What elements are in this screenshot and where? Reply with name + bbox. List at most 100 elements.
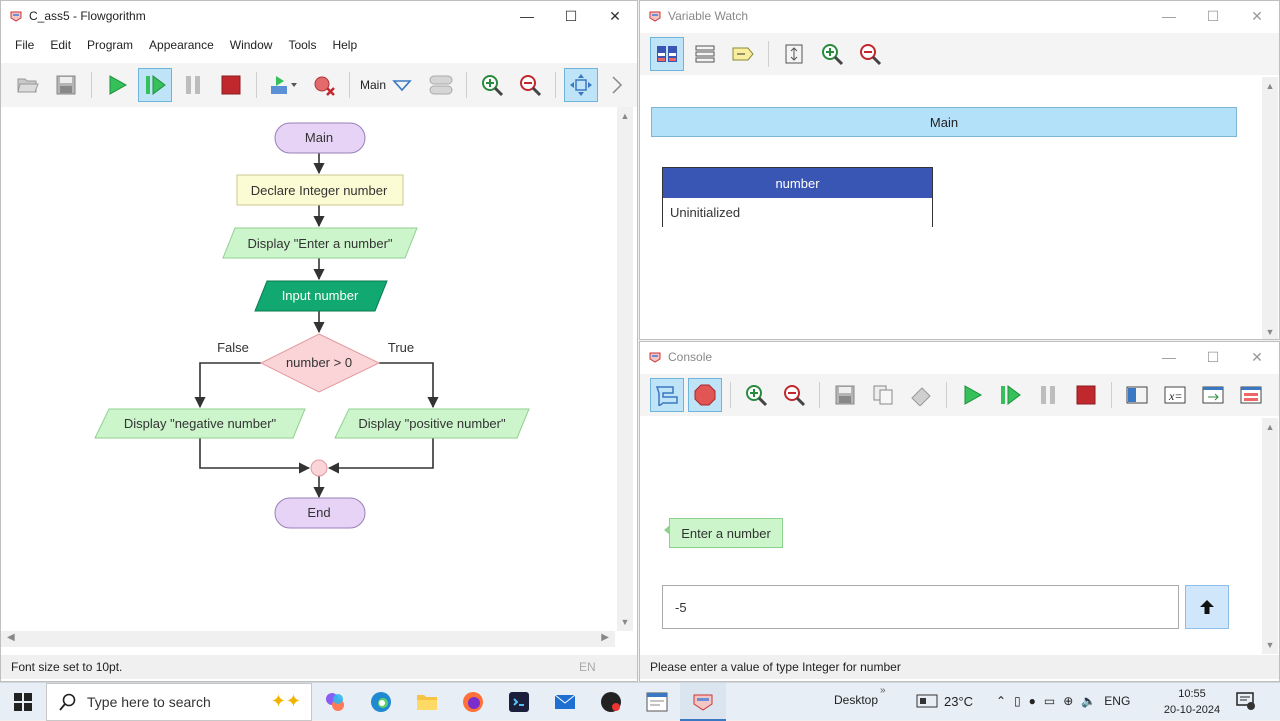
minimize-icon[interactable]: —: [1162, 8, 1176, 24]
app-window-taskbar-icon[interactable]: [634, 683, 680, 721]
menu-window[interactable]: Window: [229, 38, 273, 52]
run-button[interactable]: [100, 68, 134, 102]
start-node[interactable]: Main: [274, 122, 366, 154]
variable-watch-vertical-scrollbar[interactable]: ▲ ▼: [1262, 77, 1278, 339]
copy-button[interactable]: [866, 378, 900, 412]
file-explorer-taskbar-icon[interactable]: [404, 683, 450, 721]
stop-button[interactable]: [1069, 378, 1103, 412]
device-icon[interactable]: ▯: [1014, 694, 1021, 708]
zoom-in-button[interactable]: [739, 378, 773, 412]
flowchart-vertical-scrollbar[interactable]: ▲ ▼: [617, 107, 633, 631]
chevron-down-icon[interactable]: [392, 78, 412, 92]
layout-window-button[interactable]: [1234, 378, 1268, 412]
start-button[interactable]: [0, 683, 46, 721]
copilot-taskbar-icon[interactable]: [312, 683, 358, 721]
pause-button[interactable]: [1031, 378, 1065, 412]
menu-appearance[interactable]: Appearance: [149, 38, 214, 52]
network-globe-icon[interactable]: ⊕: [1063, 694, 1074, 708]
console-input-field[interactable]: [662, 585, 1179, 629]
function-manager-button[interactable]: [424, 68, 458, 102]
flowgorithm-titlebar[interactable]: C_ass5 - Flowgorithm: [1, 1, 637, 31]
function-selector[interactable]: Main: [360, 78, 387, 92]
input-language[interactable]: ENG: [1104, 694, 1131, 708]
firefox-taskbar-icon[interactable]: [450, 683, 496, 721]
speaker-icon[interactable]: 🔈: [1081, 694, 1097, 708]
output-window-button[interactable]: [1196, 378, 1230, 412]
window-controls: — ☐ ✕: [505, 1, 637, 31]
zoom-in-icon: [822, 44, 844, 66]
output-node-prompt[interactable]: Display "Enter a number": [222, 227, 418, 259]
run-button[interactable]: [955, 378, 989, 412]
battery-icon[interactable]: ▭: [1043, 694, 1056, 708]
clear-breakpoints-button[interactable]: [307, 68, 341, 102]
ide-taskbar-icon[interactable]: [496, 683, 542, 721]
open-button[interactable]: [11, 68, 45, 102]
variable-card[interactable]: number Uninitialized: [662, 167, 933, 227]
flowchart-horizontal-scrollbar[interactable]: ◀ ▶: [1, 631, 615, 647]
decision-node[interactable]: number > 0: [259, 333, 381, 393]
console-vertical-scrollbar[interactable]: ▲ ▼: [1262, 418, 1278, 654]
declare-shape: [236, 174, 404, 206]
zoom-in-button[interactable]: [475, 68, 509, 102]
split-view-button[interactable]: [1120, 378, 1154, 412]
maximize-icon[interactable]: ☐: [1206, 7, 1220, 24]
close-icon[interactable]: ✕: [609, 7, 621, 24]
zoom-out-button[interactable]: [853, 37, 887, 71]
close-icon[interactable]: ✕: [1251, 348, 1263, 365]
taskbar-search[interactable]: Type here to search ✦✦: [46, 682, 312, 721]
submit-input-button[interactable]: [1185, 585, 1229, 629]
breakpoint-stop-button[interactable]: [688, 378, 722, 412]
edge-taskbar-icon[interactable]: [358, 683, 404, 721]
save-button[interactable]: [828, 378, 862, 412]
menu-edit[interactable]: Edit: [50, 38, 72, 52]
chevron-up-icon[interactable]: ⌃: [996, 694, 1007, 708]
flowgorithm-taskbar-icon[interactable]: [680, 682, 726, 721]
maximize-icon[interactable]: ☐: [1206, 348, 1220, 365]
mail-taskbar-icon[interactable]: [542, 683, 588, 721]
close-icon[interactable]: ✕: [1251, 7, 1263, 24]
variables-button[interactable]: x=: [1158, 378, 1192, 412]
flowgorithm-icon: [693, 694, 713, 711]
output-node-positive[interactable]: Display "positive number": [334, 408, 530, 439]
menu-help[interactable]: Help: [332, 38, 358, 52]
chevron-right-icon[interactable]: [610, 75, 624, 95]
chat-view-button[interactable]: [650, 378, 684, 412]
menu-program[interactable]: Program: [87, 38, 134, 52]
flowgorithm-app-icon: [649, 352, 661, 363]
weather-widget[interactable]: 23°C: [916, 693, 973, 709]
maximize-icon[interactable]: ☐: [564, 7, 578, 24]
save-button[interactable]: [49, 68, 83, 102]
layout-button[interactable]: [265, 68, 303, 102]
console-titlebar[interactable]: Console: [640, 342, 1279, 372]
declare-node[interactable]: Declare Integer number: [236, 174, 404, 206]
desktop-toolbar-label[interactable]: Desktop: [834, 693, 878, 707]
input-node[interactable]: Input number: [254, 280, 388, 312]
minimize-icon[interactable]: —: [520, 8, 534, 24]
step-button[interactable]: [138, 68, 172, 102]
step-button[interactable]: [993, 378, 1027, 412]
clock[interactable]: 10:55 20-10-2024: [1162, 686, 1222, 718]
minimize-icon[interactable]: —: [1162, 349, 1176, 365]
clear-button[interactable]: [904, 378, 938, 412]
grid-view-button[interactable]: [650, 37, 684, 71]
label-button[interactable]: [726, 37, 760, 71]
zoom-in-button[interactable]: [815, 37, 849, 71]
stop-button[interactable]: [214, 68, 248, 102]
pause-button[interactable]: [176, 68, 210, 102]
microphone-icon[interactable]: ●: [1028, 694, 1036, 708]
zoom-out-button[interactable]: [513, 68, 547, 102]
fit-button[interactable]: [777, 37, 811, 71]
list-view-button[interactable]: [688, 37, 722, 71]
toolbar-expand-icon[interactable]: »: [880, 685, 886, 696]
github-desktop-taskbar-icon[interactable]: [588, 683, 634, 721]
flowchart-canvas[interactable]: Main Declare Integer number Display "Ent…: [1, 107, 615, 631]
zoom-out-button[interactable]: [777, 378, 811, 412]
notifications-button[interactable]: [1236, 691, 1256, 714]
end-node[interactable]: End: [274, 497, 366, 529]
center-view-button[interactable]: [564, 68, 599, 102]
notification-icon: [1236, 692, 1255, 710]
output-node-negative[interactable]: Display "negative number": [94, 408, 306, 439]
menu-file[interactable]: File: [15, 38, 35, 52]
menu-tools[interactable]: Tools: [288, 38, 317, 52]
variable-watch-titlebar[interactable]: Variable Watch: [640, 1, 1279, 31]
